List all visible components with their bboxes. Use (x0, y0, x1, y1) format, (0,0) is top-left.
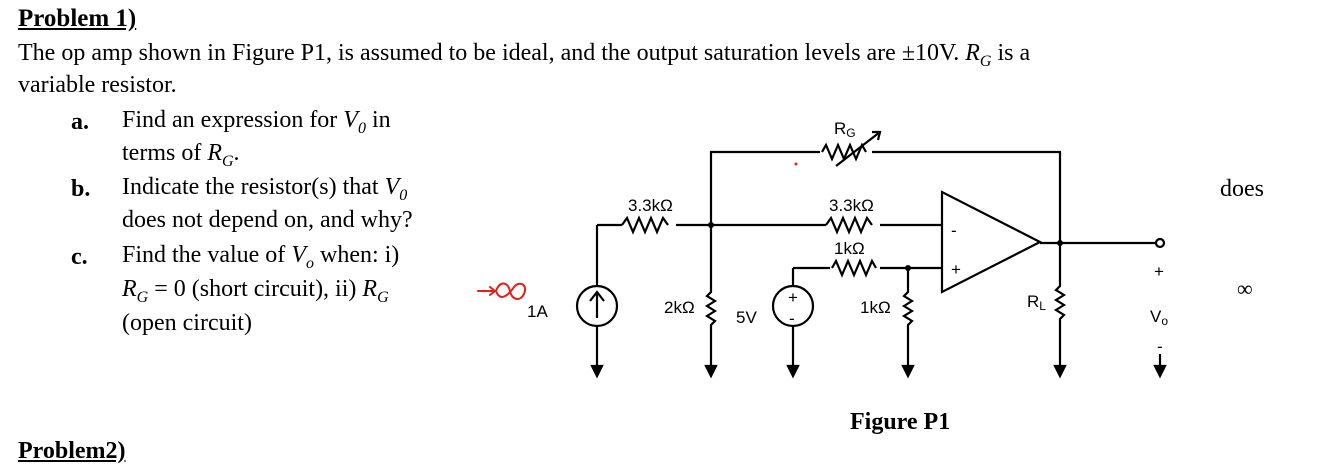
item-a-label: a. (71, 109, 89, 135)
item-a-line1: Find an expression for V0 in (122, 107, 391, 137)
opamp-inverting-sign: - (951, 221, 957, 240)
problem-intro-line-2: variable resistor. (18, 72, 177, 98)
problem-title: Problem 1) (18, 5, 137, 32)
item-b-line2: does not depend on, and why? (122, 207, 413, 233)
annotation-dot (794, 162, 798, 166)
intro-text-end: is a (991, 40, 1031, 66)
r-series-right-zigzag (825, 215, 873, 235)
voltage-source-label: 5V (736, 308, 757, 327)
item-c-label: c. (71, 244, 88, 270)
rg-label: RG (834, 119, 856, 140)
margin-text-does: does (1220, 176, 1264, 202)
rg-variable-arrow (835, 131, 881, 167)
vs-minus-sign: - (789, 309, 795, 328)
r-series-left-label: 3.3kΩ (628, 196, 673, 215)
margin-infinity-symbol: ∞ (1237, 276, 1253, 301)
circuit-diagram-figure-p1: 1A 3.3kΩ 2kΩ 5V + - RG 3.3kΩ 1kΩ 1kΩ RL … (527, 119, 1168, 435)
handwritten-infinity-annotation (477, 282, 526, 300)
item-b-line1: Indicate the resistor(s) that V0 (122, 174, 408, 204)
output-minus-sign: - (1157, 337, 1163, 356)
item-c-line1: Find the value of Vo when: i) (122, 242, 400, 272)
r-series-left-zigzag (621, 215, 669, 235)
r-plus-series-zigzag (831, 258, 877, 278)
item-b-label: b. (71, 176, 91, 202)
opamp-triangle (940, 190, 1043, 294)
output-terminal (1154, 237, 1166, 249)
r-plus-series-label: 1kΩ (834, 239, 865, 258)
r-series-right-label: 3.3kΩ (829, 196, 874, 215)
opamp-noninverting-sign: + (951, 260, 961, 279)
wire-2k-shunt (704, 225, 718, 370)
current-source-label: 1A (527, 302, 548, 321)
intro-text: The op amp shown in Figure P1, is assume… (18, 40, 960, 66)
problem-intro-line: The op amp shown in Figure P1, is assume… (18, 40, 1030, 71)
vo-label: Vo (1150, 307, 1168, 328)
item-a-line2: terms of RG. (122, 140, 240, 170)
rl-label: RL (1027, 292, 1046, 313)
figure-caption: Figure P1 (850, 409, 950, 435)
junction-dot (905, 265, 911, 271)
r-plus-shunt-label: 1kΩ (860, 298, 891, 317)
item-c-line2: RG = 0 (short circuit), ii) RG (122, 276, 389, 306)
item-c-line3: (open circuit) (122, 310, 252, 336)
feedback-wire-top (709, 150, 1062, 243)
r-shunt-left-label: 2kΩ (664, 298, 695, 317)
junction-dot (708, 222, 714, 228)
output-plus-sign: + (1154, 262, 1164, 281)
annotation-layer (477, 282, 526, 300)
wire-1k-shunt (901, 268, 915, 370)
junction-dot (1057, 240, 1063, 246)
wire-rl (1053, 243, 1067, 370)
intro-rg: RG (965, 40, 992, 70)
vs-plus-sign: + (788, 288, 798, 307)
